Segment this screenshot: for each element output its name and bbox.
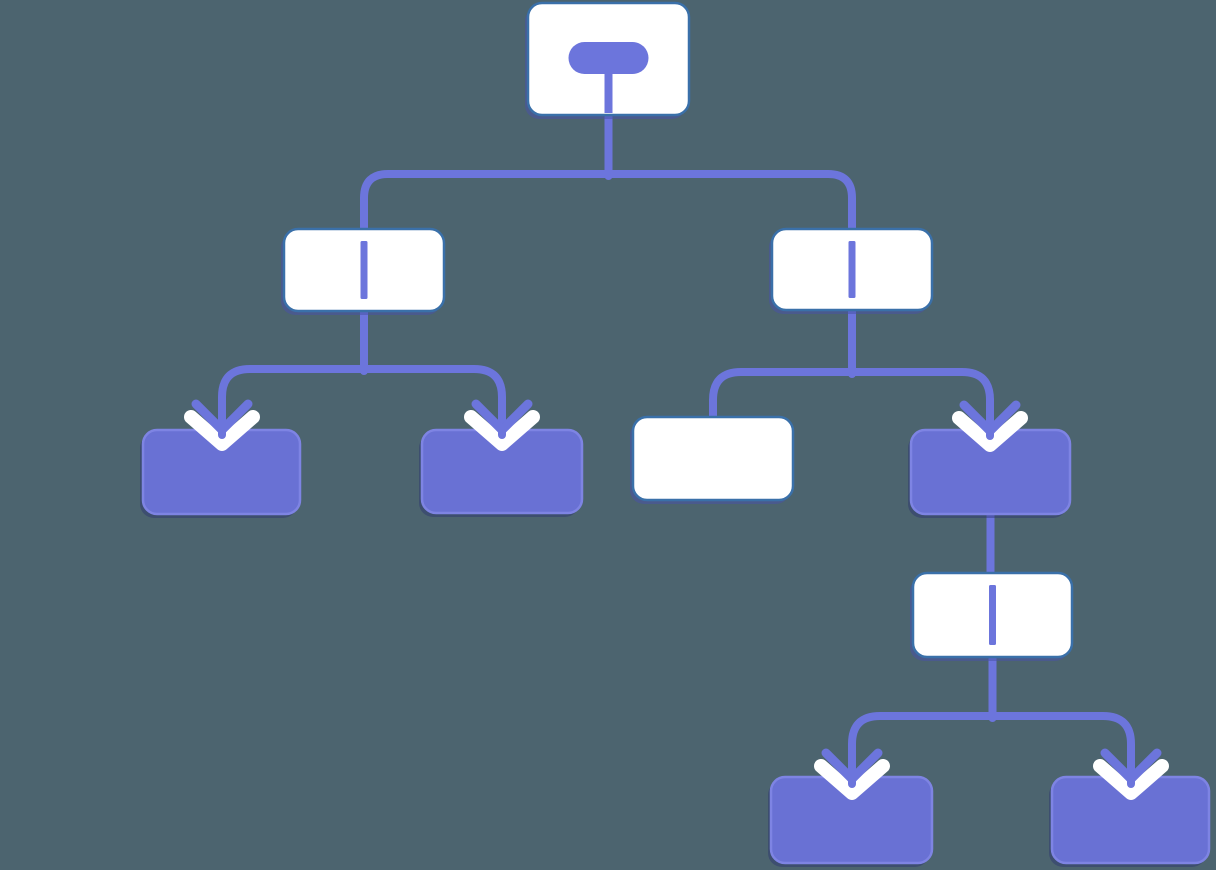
node-sub-branch[interactable]	[910, 571, 1074, 661]
node-leaf-2[interactable]	[419, 428, 584, 517]
arrow-leaf-1-chevron-down-icon	[184, 395, 260, 451]
chevron-purple	[821, 748, 883, 784]
vbar-icon	[848, 241, 856, 298]
arrow-mid-chevron-down-icon	[952, 396, 1028, 452]
arrow-leaf-2-chevron-down-icon	[464, 395, 540, 451]
connector-branch-right	[709, 368, 994, 441]
vbar-icon	[360, 241, 368, 299]
connector-branch-top	[360, 170, 856, 235]
node-mid-purple[interactable]	[908, 428, 1072, 518]
chevron-white	[464, 410, 540, 451]
node-leaf-4[interactable]	[1049, 775, 1211, 867]
node-l2-left[interactable]	[281, 227, 446, 315]
node-body-child-plain[interactable]	[631, 415, 795, 502]
chevron-white	[814, 759, 890, 800]
pill-icon	[568, 42, 649, 74]
chevron-white	[184, 410, 260, 451]
pill-stem	[604, 71, 613, 113]
node-root[interactable]	[525, 1, 691, 119]
node-l2-right[interactable]	[769, 227, 934, 314]
arrow-leaf-4-chevron-down-icon	[1093, 744, 1169, 800]
chevron-white	[952, 411, 1028, 452]
node-child-plain[interactable]	[630, 415, 795, 504]
chevron-purple	[191, 399, 253, 435]
node-leaf-1[interactable]	[140, 428, 302, 518]
chevron-purple	[1100, 748, 1162, 784]
chevron-purple	[959, 400, 1021, 436]
vbar-icon	[989, 585, 996, 645]
chevron-purple	[471, 399, 533, 435]
chevron-white	[1093, 759, 1169, 800]
connector-branch-bottom	[848, 712, 1135, 789]
connector-branch-left	[218, 365, 506, 440]
arrow-leaf-3-chevron-down-icon	[814, 744, 890, 800]
